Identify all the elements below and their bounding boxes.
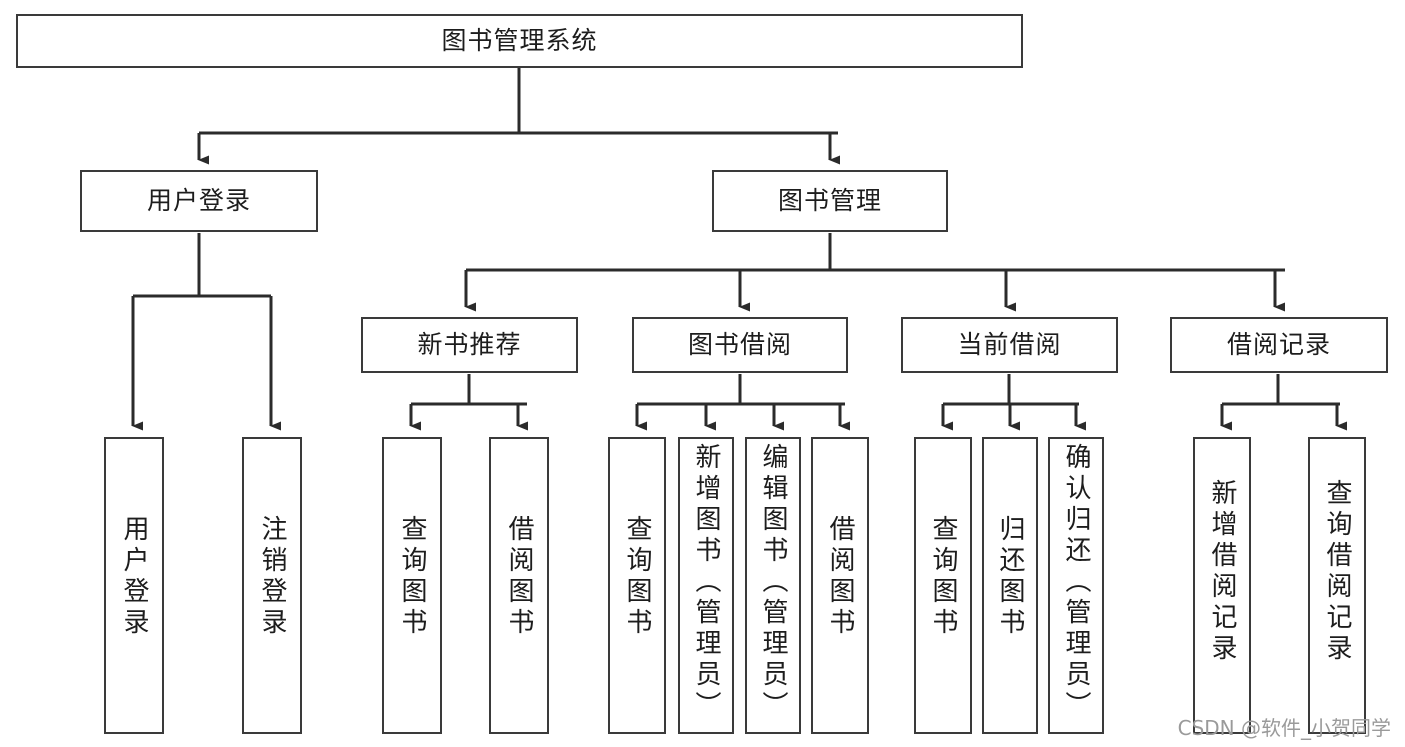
node-leaf-logout-login-label: 注销登录 xyxy=(257,515,287,639)
node-borrow-record-label: 借阅记录 xyxy=(1226,330,1331,360)
node-borrow-record[interactable]: 借阅记录 xyxy=(1170,317,1388,373)
node-leaf-return-book-label: 归还图书 xyxy=(995,515,1025,639)
node-leaf-query-book-3-label: 查询图书 xyxy=(928,515,958,639)
node-leaf-borrow-book-1-label: 借阅图书 xyxy=(504,515,534,639)
node-book-management-label: 图书管理 xyxy=(777,186,882,216)
csdn-watermark: CSDN @软件_小贺同学 xyxy=(1177,716,1391,740)
node-current-borrow-label: 当前借阅 xyxy=(957,330,1062,360)
node-root-label: 图书管理系统 xyxy=(441,26,598,56)
node-leaf-query-book-1-label: 查询图书 xyxy=(397,515,427,639)
node-leaf-confirm-return-admin-label: 确认归还（管理员） xyxy=(1061,443,1091,722)
node-leaf-add-book-admin[interactable]: 新增图书（管理员） xyxy=(678,437,734,734)
node-leaf-return-book[interactable]: 归还图书 xyxy=(982,437,1038,734)
node-leaf-edit-book-admin[interactable]: 编辑图书（管理员） xyxy=(745,437,801,734)
node-leaf-confirm-return-admin[interactable]: 确认归还（管理员） xyxy=(1048,437,1104,734)
node-leaf-user-login[interactable]: 用户登录 xyxy=(104,437,164,734)
node-leaf-query-book-3[interactable]: 查询图书 xyxy=(914,437,972,734)
node-user-login-label: 用户登录 xyxy=(146,186,251,216)
node-leaf-query-borrow-record[interactable]: 查询借阅记录 xyxy=(1308,437,1366,734)
node-leaf-query-borrow-record-label: 查询借阅记录 xyxy=(1322,479,1352,665)
node-leaf-borrow-book-1[interactable]: 借阅图书 xyxy=(489,437,549,734)
node-book-borrow[interactable]: 图书借阅 xyxy=(632,317,848,373)
node-leaf-borrow-book-2-label: 借阅图书 xyxy=(825,515,855,639)
node-new-book-recommend[interactable]: 新书推荐 xyxy=(361,317,578,373)
node-leaf-add-book-admin-label: 新增图书（管理员） xyxy=(691,443,721,722)
node-leaf-add-borrow-record-label: 新增借阅记录 xyxy=(1207,479,1237,665)
node-leaf-query-book-1[interactable]: 查询图书 xyxy=(382,437,442,734)
node-new-book-recommend-label: 新书推荐 xyxy=(417,330,522,360)
node-book-borrow-label: 图书借阅 xyxy=(687,330,792,360)
node-leaf-query-book-2-label: 查询图书 xyxy=(622,515,652,639)
node-root-book-management-system[interactable]: 图书管理系统 xyxy=(16,14,1023,68)
node-user-login[interactable]: 用户登录 xyxy=(80,170,318,232)
node-leaf-user-login-label: 用户登录 xyxy=(119,515,149,639)
node-leaf-borrow-book-2[interactable]: 借阅图书 xyxy=(811,437,869,734)
node-book-management[interactable]: 图书管理 xyxy=(712,170,948,232)
node-current-borrow[interactable]: 当前借阅 xyxy=(901,317,1118,373)
node-leaf-add-borrow-record[interactable]: 新增借阅记录 xyxy=(1193,437,1251,734)
node-leaf-logout-login[interactable]: 注销登录 xyxy=(242,437,302,734)
node-leaf-edit-book-admin-label: 编辑图书（管理员） xyxy=(758,443,788,722)
node-leaf-query-book-2[interactable]: 查询图书 xyxy=(608,437,666,734)
